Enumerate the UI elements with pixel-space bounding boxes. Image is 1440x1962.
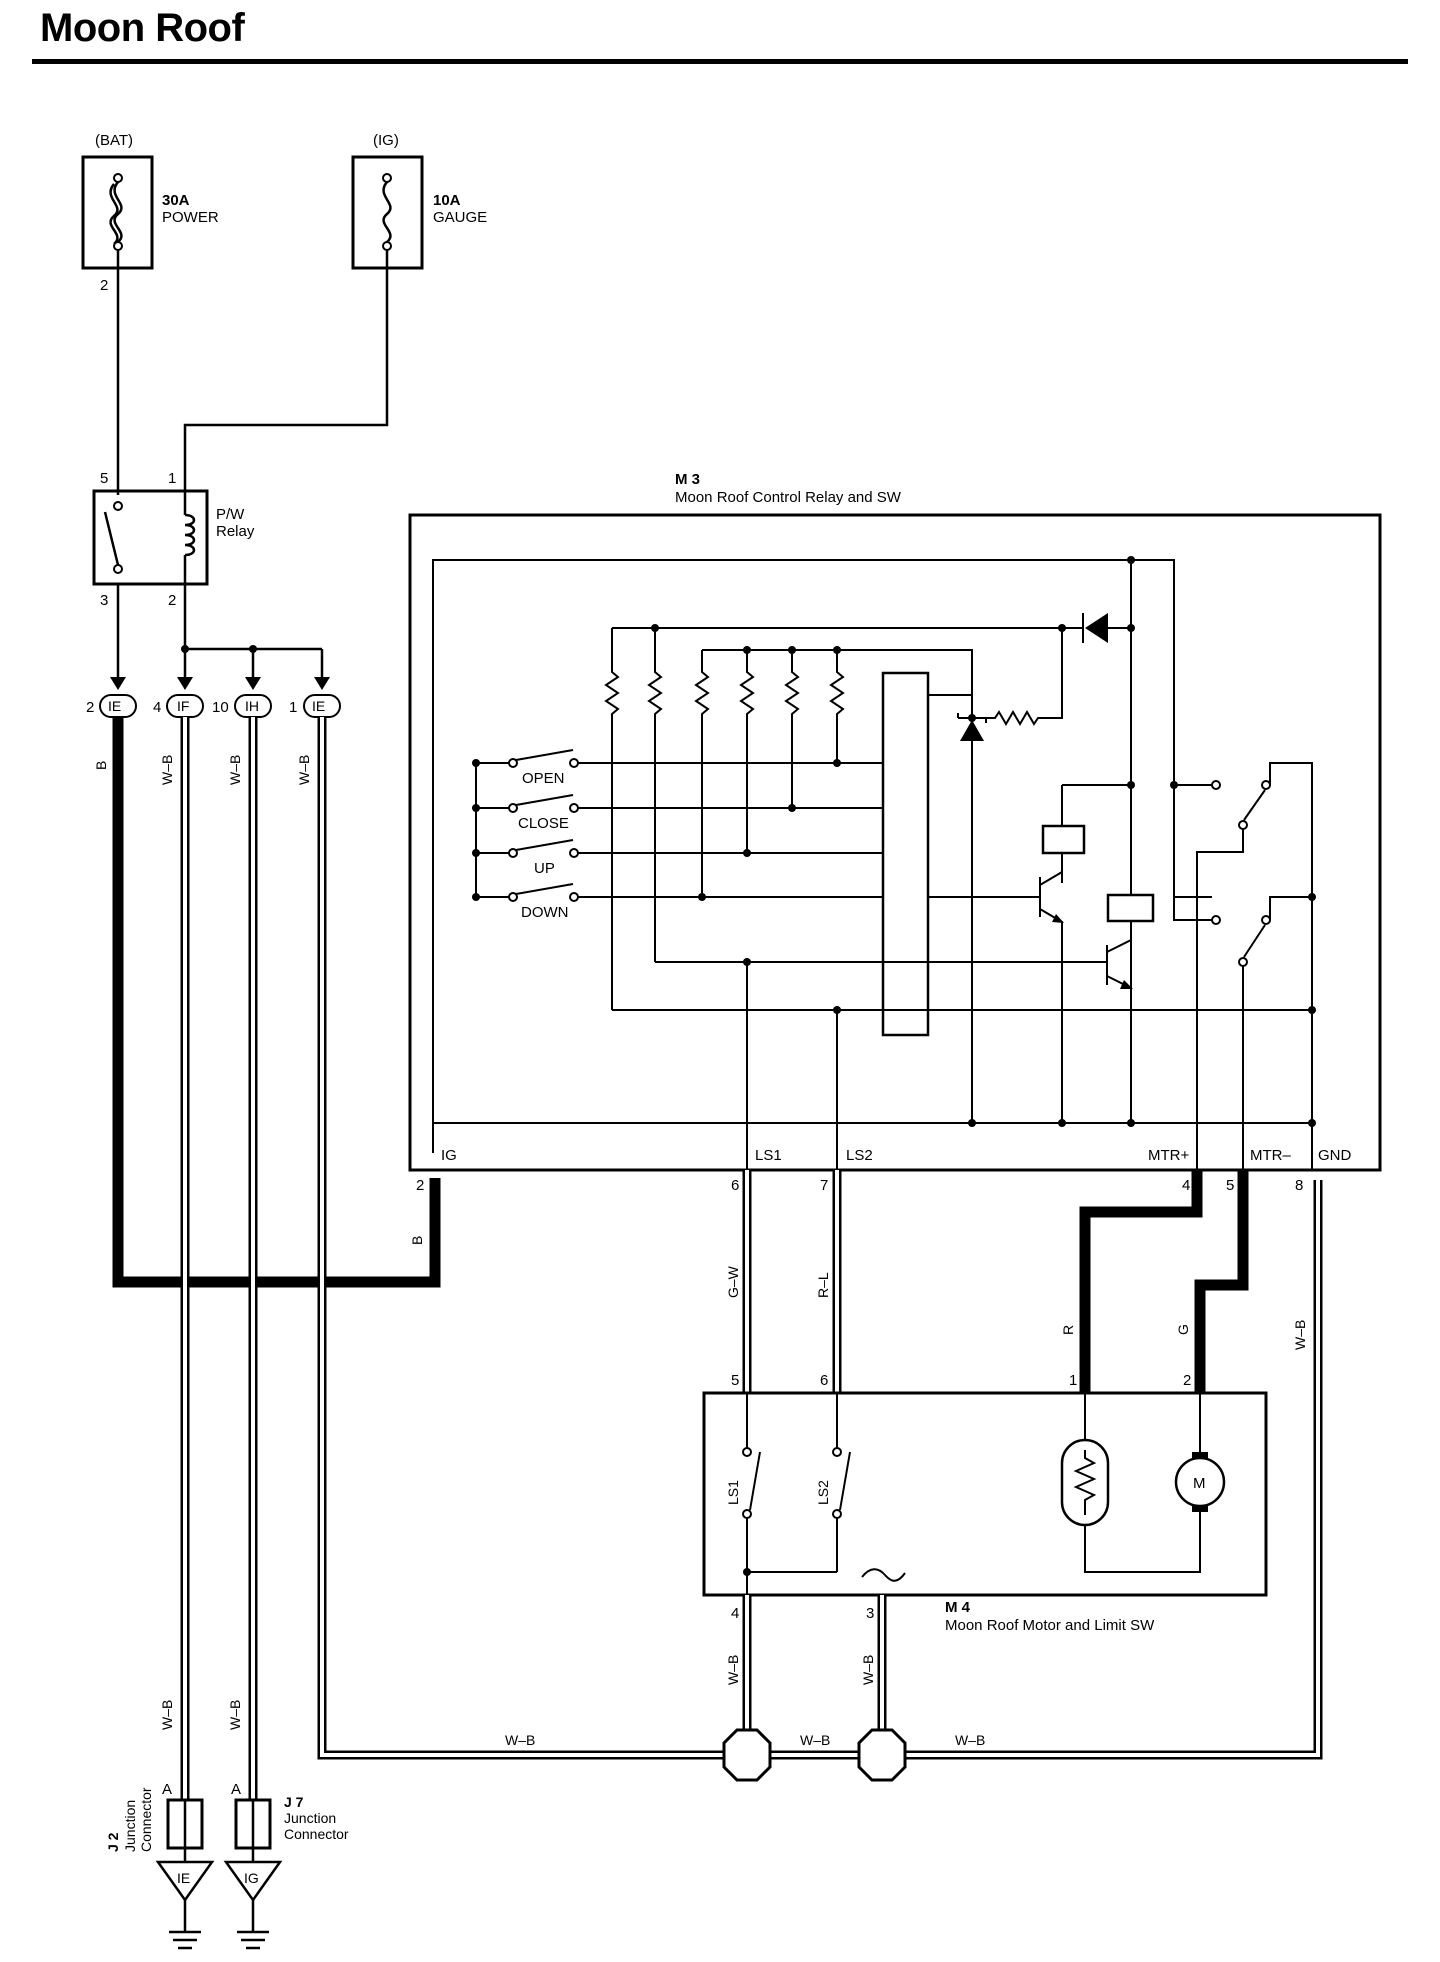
- relay-name: P/W: [216, 506, 245, 523]
- junction-j2: A IE J 2 Junction Connector: [105, 1781, 215, 1950]
- svg-text:IF: IF: [177, 698, 189, 714]
- svg-text:1: 1: [289, 699, 297, 716]
- svg-text:Connector: Connector: [284, 1826, 349, 1842]
- svg-text:2: 2: [86, 699, 94, 716]
- connector-if-4: IF 4: [153, 677, 204, 718]
- svg-text:G–W: G–W: [725, 1265, 741, 1298]
- fuse-power-rating: 30A: [162, 192, 190, 209]
- fuse-gauge-rating: 10A: [433, 192, 461, 209]
- m4-motor-limit-sw: 5 6 1 2 LS1 LS2 M 4 3 M 4: [702, 1372, 1268, 1634]
- svg-text:3: 3: [866, 1605, 874, 1622]
- svg-text:2: 2: [1183, 1372, 1191, 1389]
- svg-text:W–B: W–B: [725, 1655, 741, 1685]
- svg-text:A: A: [162, 1781, 172, 1798]
- m3-id: M 3: [675, 471, 700, 488]
- svg-text:IG: IG: [441, 1147, 457, 1164]
- svg-text:J 7: J 7: [284, 1794, 304, 1810]
- fuse-power: (BAT) 30A POWER 2: [81, 132, 219, 294]
- svg-text:IG: IG: [244, 1870, 259, 1886]
- pw-relay: 5 1 3 2 P/W Relay: [92, 470, 255, 609]
- svg-text:LS1: LS1: [725, 1480, 741, 1505]
- connector-ie-2: IE 2: [86, 677, 137, 718]
- svg-text:4: 4: [731, 1605, 739, 1622]
- svg-text:W–B: W–B: [296, 755, 312, 785]
- svg-text:5: 5: [731, 1372, 739, 1389]
- svg-text:IE: IE: [312, 698, 325, 714]
- svg-text:W–B: W–B: [860, 1655, 876, 1685]
- splice-point-2: [857, 1728, 907, 1782]
- m4-name: Moon Roof Motor and Limit SW: [945, 1617, 1155, 1634]
- m3-control-relay: M 3 Moon Roof Control Relay and SW: [408, 471, 1382, 1194]
- svg-text:7: 7: [820, 1177, 828, 1194]
- switch-close: CLOSE: [518, 815, 569, 832]
- svg-text:5: 5: [100, 470, 108, 487]
- svg-text:G: G: [1175, 1324, 1191, 1335]
- fuse-power-source: (BAT): [95, 132, 133, 149]
- svg-text:MTR+: MTR+: [1148, 1147, 1189, 1164]
- svg-text:LS2: LS2: [846, 1147, 873, 1164]
- svg-text:W–B: W–B: [227, 1700, 243, 1730]
- connector-ie-1: IE 1: [289, 677, 341, 718]
- svg-text:B: B: [409, 1236, 425, 1245]
- switch-open: OPEN: [522, 770, 565, 787]
- svg-text:1: 1: [1069, 1372, 1077, 1389]
- svg-text:B: B: [93, 761, 109, 770]
- svg-text:W–B: W–B: [227, 755, 243, 785]
- m3-name: Moon Roof Control Relay and SW: [675, 489, 902, 506]
- svg-text:Junction: Junction: [284, 1810, 336, 1826]
- svg-text:R: R: [1060, 1325, 1076, 1335]
- svg-text:Connector: Connector: [138, 1787, 154, 1852]
- svg-text:W–B: W–B: [159, 1700, 175, 1730]
- svg-text:A: A: [231, 1781, 241, 1798]
- title-rule: [32, 59, 1408, 64]
- svg-text:LS1: LS1: [755, 1147, 782, 1164]
- svg-text:5: 5: [1226, 1177, 1234, 1194]
- svg-text:IE: IE: [108, 698, 121, 714]
- svg-text:J 2: J 2: [105, 1832, 121, 1852]
- svg-text:Relay: Relay: [216, 523, 255, 540]
- svg-text:4: 4: [153, 699, 161, 716]
- svg-text:W–B: W–B: [955, 1732, 985, 1748]
- svg-text:6: 6: [731, 1177, 739, 1194]
- fuse-power-pin: 2: [100, 277, 108, 294]
- splice-point-1: [722, 1728, 772, 1782]
- svg-text:3: 3: [100, 592, 108, 609]
- junction-j7: A IG J 7 Junction Connector: [223, 1781, 349, 1950]
- svg-text:IE: IE: [177, 1870, 190, 1886]
- svg-text:10: 10: [212, 699, 229, 716]
- fuse-gauge-name: GAUGE: [433, 209, 487, 226]
- m4-id: M 4: [945, 1599, 971, 1616]
- svg-text:W–B: W–B: [505, 1732, 535, 1748]
- svg-text:GND: GND: [1318, 1147, 1352, 1164]
- connector-ih-10: IH 10: [212, 677, 272, 718]
- motor-symbol: M: [1193, 1475, 1206, 1492]
- svg-text:6: 6: [820, 1372, 828, 1389]
- page-title: Moon Roof: [40, 6, 245, 50]
- switch-up: UP: [534, 860, 555, 877]
- switch-down: DOWN: [521, 904, 569, 921]
- fuse-power-name: POWER: [162, 209, 219, 226]
- svg-text:IH: IH: [245, 698, 259, 714]
- svg-text:2: 2: [168, 592, 176, 609]
- svg-text:8: 8: [1295, 1177, 1303, 1194]
- svg-text:4: 4: [1182, 1177, 1190, 1194]
- svg-text:R–L: R–L: [815, 1272, 831, 1298]
- svg-text:Junction: Junction: [122, 1800, 138, 1852]
- svg-text:LS2: LS2: [815, 1480, 831, 1505]
- svg-text:1: 1: [168, 470, 176, 487]
- svg-text:MTR–: MTR–: [1250, 1147, 1291, 1164]
- svg-text:W–B: W–B: [800, 1732, 830, 1748]
- svg-text:W–B: W–B: [1292, 1320, 1308, 1350]
- svg-text:W–B: W–B: [159, 755, 175, 785]
- fuse-gauge: (IG) 10A GAUGE: [351, 132, 487, 270]
- svg-text:2: 2: [416, 1177, 424, 1194]
- fuse-gauge-source: (IG): [373, 132, 399, 149]
